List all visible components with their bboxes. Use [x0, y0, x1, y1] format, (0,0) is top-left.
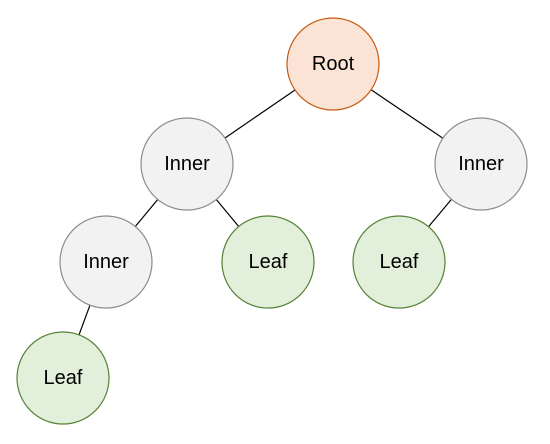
root-node-circle	[286, 17, 380, 111]
edge-inner-ll-to-leaf-lll	[78, 304, 91, 336]
leaf-node-circle	[221, 215, 315, 309]
edge-inner-l-to-inner-ll	[134, 199, 159, 227]
edge-root-to-inner-l	[224, 89, 296, 139]
inner-node-circle	[140, 117, 234, 211]
node-leaf-lll: Leaf	[16, 331, 110, 425]
node-leaf-rl: Leaf	[352, 215, 446, 309]
node-inner-ll: Inner	[59, 215, 153, 309]
inner-node-label: Inner	[458, 153, 504, 175]
edge-root-to-inner-r	[370, 89, 444, 139]
root-node-label: Root	[312, 53, 355, 75]
leaf-node-circle	[16, 331, 110, 425]
edge-inner-l-to-leaf-lr	[215, 199, 240, 227]
leaf-node-label: Leaf	[380, 251, 419, 273]
edges-layer	[78, 89, 452, 336]
leaf-node-circle	[352, 215, 446, 309]
node-leaf-lr: Leaf	[221, 215, 315, 309]
inner-node-label: Inner	[164, 153, 210, 175]
edge-inner-r-to-leaf-rl	[428, 198, 452, 228]
node-inner-r: Inner	[434, 117, 528, 211]
inner-node-label: Inner	[83, 251, 129, 273]
leaf-node-label: Leaf	[44, 367, 83, 389]
node-root: Root	[286, 17, 380, 111]
leaf-node-label: Leaf	[249, 251, 288, 273]
inner-node-circle	[59, 215, 153, 309]
inner-node-circle	[434, 117, 528, 211]
node-inner-l: Inner	[140, 117, 234, 211]
